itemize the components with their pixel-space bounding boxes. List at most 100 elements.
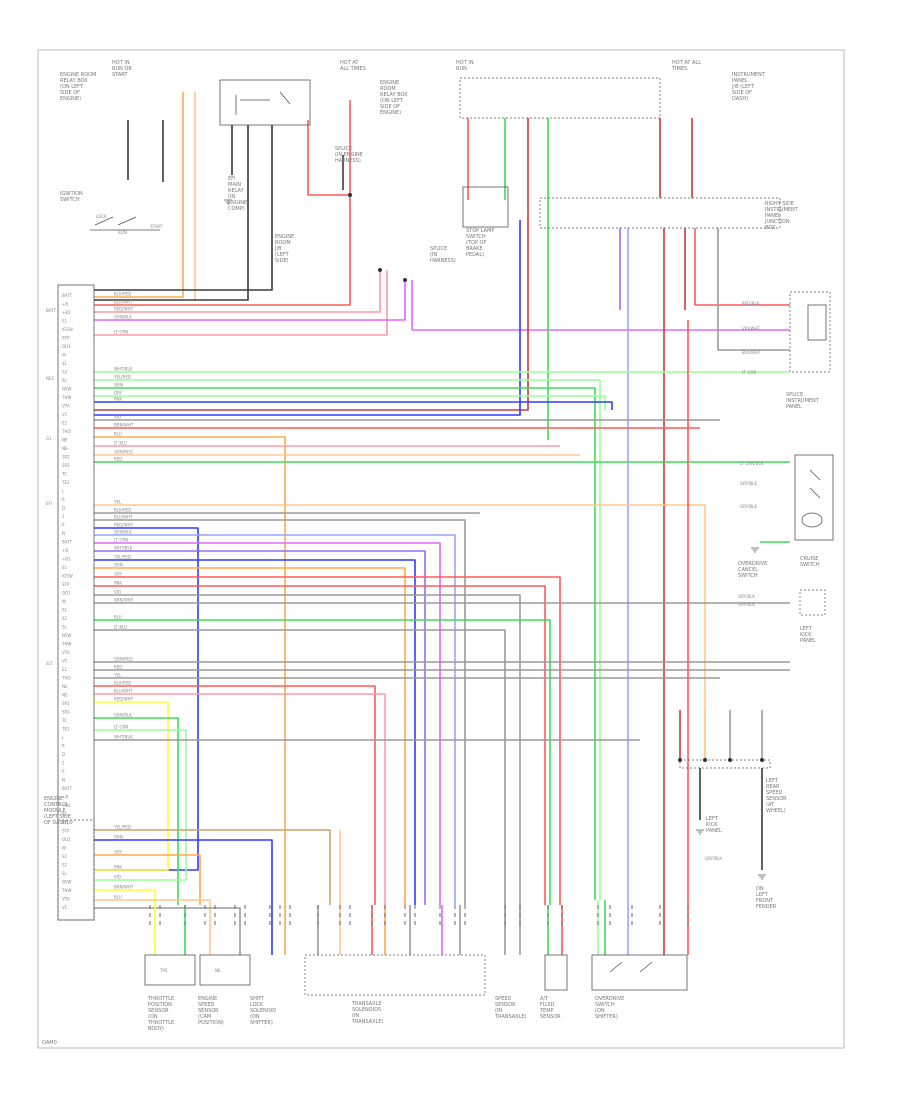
rear-speed-label-line: REAR xyxy=(766,784,780,790)
wire-code-label: ORN xyxy=(114,835,123,840)
splice-dot xyxy=(403,278,407,282)
ecm-pin-label: TE1 xyxy=(61,480,70,485)
component-label-transaxle-line: TRANSAXLE xyxy=(351,1001,382,1007)
wire-l-red-1 xyxy=(94,685,376,905)
wire-code-label: BLK/RED xyxy=(114,508,131,513)
ecm-pin-label: E1 xyxy=(62,319,68,324)
engine-room-label-line: ENGINE) xyxy=(60,96,81,102)
wire-m-lightblue xyxy=(94,534,456,905)
ecm-pin-label: S1 xyxy=(62,854,68,859)
wire-l-yellow xyxy=(94,701,169,871)
junction-block-mid xyxy=(539,197,781,229)
hot-label-1-line: START xyxy=(112,72,128,78)
data-link-label-line: PANEL xyxy=(786,404,802,410)
component-label-speed_sensor-line: TRANSAXLE) xyxy=(494,1014,527,1020)
ground-left-kick-label-line: LEFT xyxy=(706,816,719,822)
main-switch-box xyxy=(794,454,834,541)
overdrive-box xyxy=(591,954,688,991)
jb-label-line: J/B xyxy=(274,246,282,252)
ecm-pin-label: BATT xyxy=(62,786,73,791)
splice-dot xyxy=(348,193,352,197)
wire-code-label: RED/WHT xyxy=(114,307,134,312)
component-label-shift_lock-line: SHIFTER) xyxy=(250,1020,273,1026)
ecm-pin-label: P xyxy=(62,769,65,774)
wire-layer xyxy=(94,92,790,955)
wire-code-label: BLU/WHT xyxy=(114,300,133,305)
component-label-atf_temp-line: A/T xyxy=(540,996,549,1002)
wire-jb-red xyxy=(694,228,790,306)
splice-label-2-line: SPLICE xyxy=(335,146,352,152)
ecm-pin-label: E1 xyxy=(62,812,68,817)
wire-l-pink xyxy=(94,693,386,905)
wire-h-green-1 xyxy=(94,387,596,900)
component-label-shift_lock-line: LOCK xyxy=(250,1002,264,1008)
wire-code-label: GRN/BLK xyxy=(114,530,132,535)
ecm-pin-label: W xyxy=(62,353,66,358)
ip-jb-right-label-line: BOX xyxy=(765,225,776,231)
main-switch-label-line: SWITCH xyxy=(800,562,820,568)
engine-room-label-line: SIDE OF xyxy=(60,90,80,96)
throttle-box xyxy=(144,954,196,986)
ecm-pin-label: VTA xyxy=(62,404,70,409)
ecm-pin-label: 2 xyxy=(62,514,65,519)
wire-code-label: LT GRN xyxy=(742,370,756,375)
wire-code-label: LT BLU xyxy=(114,625,127,630)
wire-code-label: YEL xyxy=(113,500,122,505)
stop-lamp-label-line: STOP LAMP xyxy=(466,228,494,234)
engine-room-label-2-line: ENGINE xyxy=(380,80,399,86)
ecm-pin-label: SP2 xyxy=(62,455,70,460)
ecm-pin-label: +B1 xyxy=(62,310,71,315)
component-label-engine_rpm-line: SENSOR xyxy=(198,1008,219,1014)
engine-room-label-line: RELAY BOX xyxy=(60,78,88,84)
fender-label-line: FRONT xyxy=(756,898,774,904)
ecm-pin-label: OD1 xyxy=(62,591,71,596)
data-link-connector xyxy=(789,291,831,373)
wire-code-label: YEL/RED xyxy=(113,555,131,560)
jb-label-line: (LEFT xyxy=(275,252,290,258)
wire-code-label: WHT/BLK xyxy=(114,546,133,551)
wire-code-label: GRY/BLK xyxy=(740,504,757,509)
wire-jb-gray xyxy=(717,228,790,351)
ecm-pin-label: TC xyxy=(61,472,67,477)
component-label-transaxle-line: TRANSAXLE) xyxy=(351,1019,384,1025)
splice-dot xyxy=(678,758,682,762)
ecm-pin-label: S2 xyxy=(62,616,68,621)
splice-label-2-line: HARNESS) xyxy=(335,158,361,164)
ecm-lower-section xyxy=(57,819,95,921)
wire-code-label: RED xyxy=(114,665,122,670)
component-label-speed_sensor-line: SPEED xyxy=(495,996,512,1002)
component-label-speed_sensor-line: (IN xyxy=(495,1008,502,1014)
ground-efi xyxy=(224,199,232,205)
component-label-throttle-line: (ON xyxy=(148,1014,158,1020)
wire-code-label: BLU xyxy=(114,432,122,437)
component-label-atf_temp-line: SENSOR xyxy=(540,1014,561,1020)
wire-code-label: GRN/RED xyxy=(114,657,133,662)
main-switch-label-line: CRUISE xyxy=(800,556,818,562)
wire-code-label: PNK xyxy=(114,865,122,870)
main-switch-symbol xyxy=(801,512,823,528)
hot-label-3-line: RUN xyxy=(456,66,467,72)
ip-jb-label-line: SIDE OF xyxy=(732,90,752,96)
component-label-atf_temp-line: TEMP xyxy=(539,1008,554,1014)
wire-code-label: PNK xyxy=(114,581,122,586)
wire-batt-red xyxy=(307,120,350,196)
kick-panel-label-line: KICK xyxy=(800,632,812,638)
ecm-pin-label: SL xyxy=(62,871,68,876)
stop-lamp-label-line: SWITCH xyxy=(466,234,486,240)
ecm-pin-label: THW xyxy=(61,642,71,647)
wire-code-label: GRY xyxy=(114,850,123,855)
engine-room-label-line: ENGINE ROOM xyxy=(60,72,96,78)
ign-pos-label: RUN xyxy=(118,230,127,235)
wire-h-lg3 xyxy=(94,395,606,410)
ecm-pin-label: SL xyxy=(62,625,68,630)
wire-code-label: RED/WHT xyxy=(114,697,134,702)
component-label-transaxle-line: (IN xyxy=(352,1013,359,1019)
jb-label-line: ROOM xyxy=(275,240,291,246)
od-cancel-label-line: CANCEL xyxy=(738,567,758,573)
ecm-pin-label: NSW xyxy=(62,880,72,885)
wire-m-green xyxy=(94,619,551,905)
efi-label-line: COMP) xyxy=(228,206,245,212)
ign-pos-label: LOCK xyxy=(96,214,107,219)
ecm-pin-label: SP2- xyxy=(62,463,71,468)
